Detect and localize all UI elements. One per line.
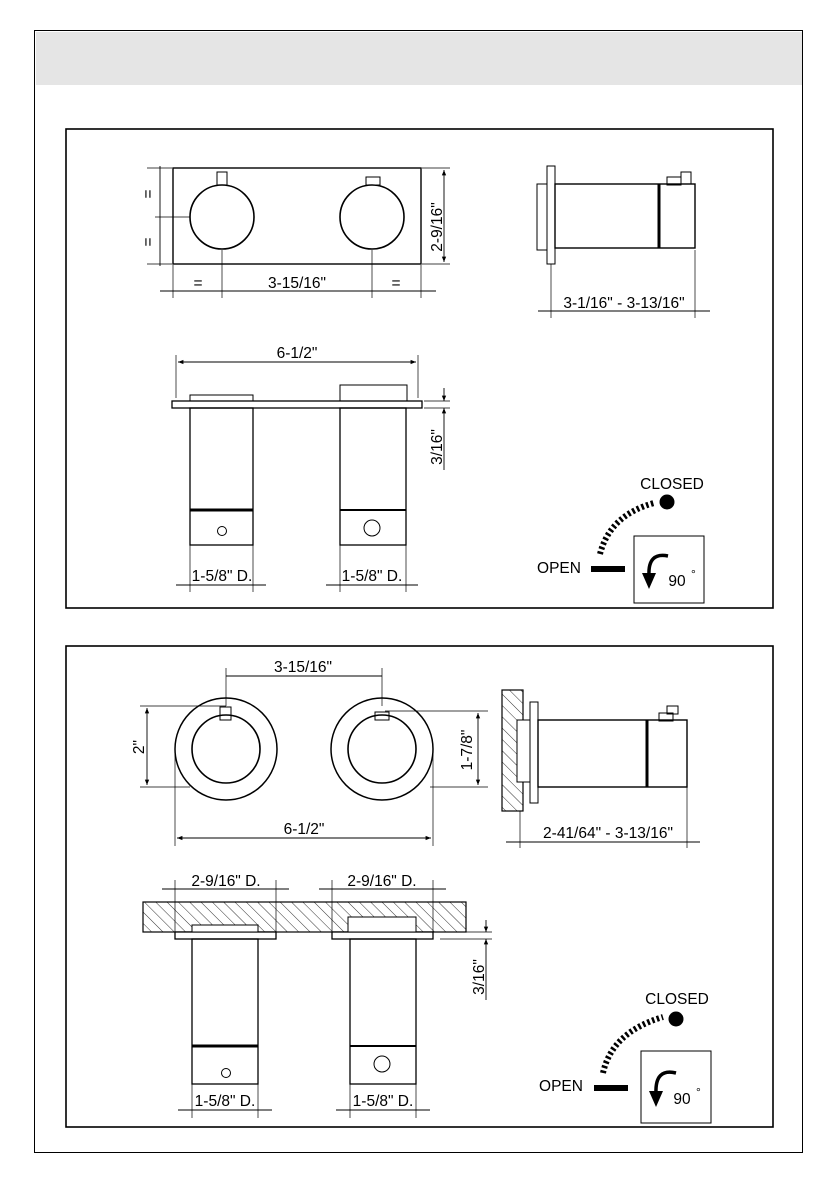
- dim-plate-width: 6-1/2": [277, 345, 318, 362]
- dim-stem-diameter-left-round: 1-5/8" D.: [195, 1093, 256, 1110]
- dim-overall-width-round: 6-1/2": [284, 821, 325, 838]
- label-closed: CLOSED: [640, 476, 704, 493]
- open-bar-icon: [591, 566, 625, 572]
- dim-center-distance-round: 3-15/16": [274, 659, 332, 676]
- dim-plate-thickness: 3/16": [429, 429, 446, 465]
- dim-depth-range: 3-1/16" - 3-13/16": [563, 295, 684, 312]
- dim-trim-thickness: 3/16": [471, 959, 488, 995]
- dim-stem-diameter-left: 1-5/8" D.: [192, 568, 253, 585]
- closed-dot-icon: [660, 495, 675, 510]
- front-view-round: [140, 668, 488, 846]
- dim-trim-diameter-left: 2-9/16" D.: [191, 873, 260, 890]
- dim-eq-left: =: [193, 275, 202, 292]
- rotation-indicator-top: [591, 495, 704, 604]
- label-open-round: OPEN: [539, 1078, 583, 1095]
- dim-eq-right: =: [391, 275, 400, 292]
- rotation-indicator-bottom: [594, 1012, 711, 1124]
- dim-trim-diameter-right: 2-9/16" D.: [347, 873, 416, 890]
- section-view-bottom: [143, 880, 492, 1118]
- dim-plate-height: 2-9/16": [429, 202, 446, 251]
- degree-symbol-round: °: [696, 1085, 701, 1099]
- label-rotation-90: 90: [668, 573, 686, 590]
- label-rotation-90-round: 90: [673, 1091, 691, 1108]
- dim-stem-diameter-right-round: 1-5/8" D.: [353, 1093, 414, 1110]
- label-open: OPEN: [537, 560, 581, 577]
- dim-eq-lower: =: [140, 237, 157, 246]
- label-closed-round: CLOSED: [645, 991, 709, 1008]
- degree-symbol: °: [691, 567, 696, 581]
- dim-depth-range-round: 2-41/64" - 3-13/16": [543, 825, 673, 842]
- panel-round-trim: [66, 646, 773, 1127]
- rotate-90-arrow-icon: [649, 1072, 676, 1107]
- dim-center-distance: 3-15/16": [268, 275, 326, 292]
- closed-dot-icon: [669, 1012, 684, 1027]
- dim-trim-height: 2": [131, 740, 148, 754]
- dim-knob-height: 1-7/8": [459, 730, 476, 771]
- wall-hatch: [143, 902, 466, 932]
- dim-eq-upper: =: [140, 189, 157, 198]
- rotate-90-arrow-icon: [642, 555, 668, 589]
- open-bar-icon: [594, 1085, 628, 1091]
- section-view-top: [172, 355, 450, 592]
- dim-stem-diameter-right: 1-5/8" D.: [342, 568, 403, 585]
